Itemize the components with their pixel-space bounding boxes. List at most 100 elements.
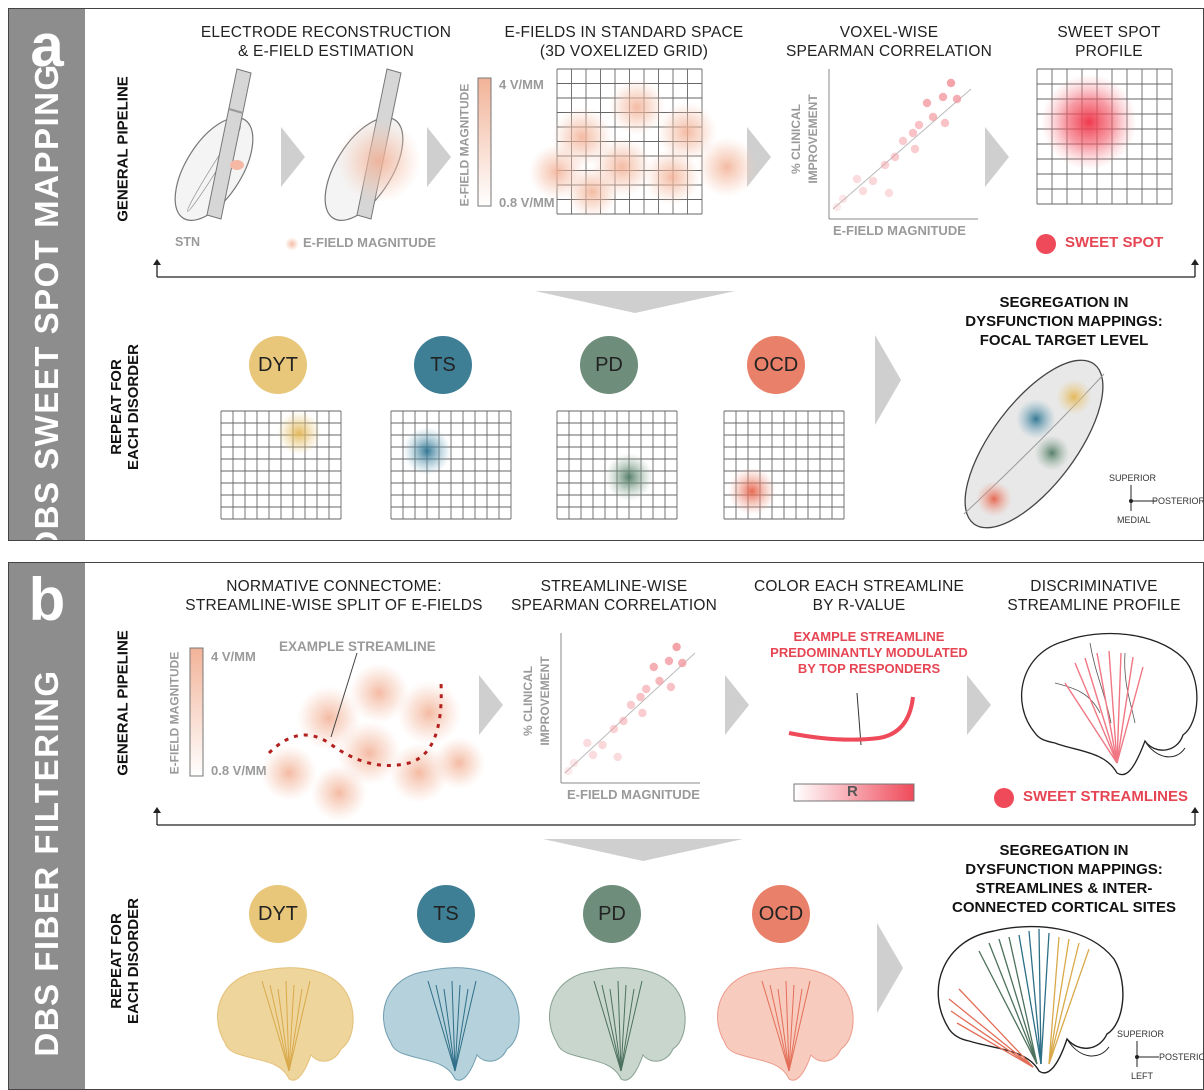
ocd-grid [723, 410, 845, 520]
disorder-circle-ts-b: TS [417, 885, 475, 943]
axis-superior: SUPERIOR [1109, 473, 1157, 483]
stn-label: STN [175, 235, 200, 249]
chevron-right-icon [877, 923, 903, 1013]
panel-a-side-title: DBS SWEET SPOT MAPPING [28, 63, 65, 541]
scatter-point [946, 78, 956, 88]
panel-a-sidebar: a DBS SWEET SPOT MAPPING [9, 9, 85, 540]
scatter-point [636, 692, 645, 702]
chevron-down-icon [543, 839, 743, 861]
segregated-streamlines-brain [937, 925, 1124, 1074]
stn-focal-targets [963, 359, 1105, 529]
colorbar-b-title: E-FIELD MAGNITUDE [167, 651, 182, 775]
scatter-point [884, 188, 894, 198]
efield-legend-dot [285, 237, 299, 251]
chevron-right-icon [875, 335, 901, 425]
disorder-circle-ocd-b: OCD [752, 885, 810, 943]
scatter-point [858, 186, 868, 196]
scatter-point [890, 152, 900, 162]
sweet-streamlines-legend-dot [994, 788, 1014, 808]
ts-brain [382, 967, 520, 1081]
scatter-point [908, 128, 918, 138]
axis-indicator-b [1135, 1041, 1159, 1067]
scatter-point [564, 766, 573, 776]
streamline-efield-split [261, 652, 485, 821]
efield-legend-label: E-FIELD MAGNITUDE [303, 235, 436, 250]
scatter-point [655, 676, 664, 686]
pd-grid [556, 410, 678, 520]
stn-electrode-illustration [174, 68, 254, 221]
colored-streamline [788, 692, 915, 746]
scatter-point [666, 682, 676, 692]
panel-b: b DBS FIBER FILTERING GENERAL PIPELINE R… [8, 562, 1204, 1090]
sweet-spot-grid [1036, 68, 1173, 205]
scatter-point [868, 176, 878, 186]
step1-header: ELECTRODE RECONSTRUCTION& E-FIELD ESTIMA… [200, 24, 452, 60]
r-label: R [847, 783, 858, 800]
ocd-brain [716, 967, 854, 1081]
colorbar-b-min: 0.8 V/MM [211, 763, 267, 778]
chevron-right-icon [967, 675, 991, 735]
panel-a-row1-label: GENERAL PIPELINE [114, 76, 132, 222]
chevron-right-icon [479, 675, 503, 735]
colorbar-title: E-FIELD MAGNITUDE [457, 83, 472, 207]
panel-b-side-title: DBS FIBER FILTERING [28, 669, 65, 1057]
scatter-point [626, 700, 636, 710]
scatter-point [852, 174, 862, 184]
disorder-circle-pd: PD [580, 336, 638, 394]
scatter-point [880, 160, 890, 170]
pipeline-loop-bracket-b [153, 807, 1199, 826]
scatter-point [938, 92, 948, 102]
voxel-grid [529, 68, 757, 218]
chevron-right-icon [725, 675, 749, 735]
colorbar-b-max: 4 V/MM [211, 649, 256, 664]
disorder-circle-ocd: OCD [747, 336, 805, 394]
step2-header: E-FIELDS IN STANDARD SPACE(3D VOXELIZED … [504, 24, 744, 60]
voxel-scatter-plot [828, 69, 978, 220]
scatter-point [922, 98, 932, 108]
colorbar-min: 0.8 V/MM [499, 195, 555, 210]
panel-b-row2-label: REPEAT FOR EACH DISORDER [108, 898, 142, 1024]
chevron-down-icon [535, 291, 735, 313]
pipeline-loop-bracket [153, 259, 1199, 278]
scatter-point [613, 752, 622, 762]
axis-superior-b: SUPERIOR [1117, 1029, 1165, 1039]
scatter-point [952, 94, 962, 104]
panel-b-row1-label: GENERAL PIPELINE [114, 630, 132, 776]
panel-a-row2-label: REPEAT FOR EACH DISORDER [108, 344, 142, 470]
example-streamline-label: EXAMPLE STREAMLINE [279, 639, 436, 654]
sweet-spot-legend-label: SWEET SPOT [1065, 234, 1164, 251]
example-streamline-annotation: EXAMPLE STREAMLINE PREDOMINANTLY MODULAT… [770, 629, 968, 676]
panel-b-sidebar: b DBS FIBER FILTERING [9, 563, 85, 1089]
axis-posterior-b: POSTERIOR [1159, 1052, 1203, 1062]
step1b-header: NORMATIVE CONNECTOME:STREAMLINE-WISE SPL… [185, 578, 483, 614]
scatter-point [832, 202, 842, 212]
pd-brain [548, 967, 686, 1081]
dyt-brain [216, 967, 354, 1081]
panel-a-letter: a [30, 12, 64, 79]
scatter-point [940, 118, 950, 128]
chevron-right-icon [281, 127, 305, 187]
disorder-circle-pd-b: PD [583, 885, 641, 943]
disorder-circle-dyt: DYT [249, 336, 307, 394]
scatter-point [649, 662, 658, 672]
scatter-point [914, 120, 924, 130]
scatter-point [838, 194, 848, 204]
sweet-streamlines-legend-label: SWEET STREAMLINES [1023, 788, 1189, 805]
segregation-title-b: SEGREGATION IN DYSFUNCTION MAPPINGS: STR… [952, 842, 1176, 916]
chevron-right-icon [985, 127, 1009, 187]
scatter-xlabel: E-FIELD MAGNITUDE [833, 223, 966, 238]
ts-grid [390, 410, 512, 520]
scatter-point [598, 740, 607, 750]
chevron-right-icon [427, 127, 451, 187]
scatter-point [672, 642, 681, 652]
disorder-circle-ts: TS [414, 336, 472, 394]
scatter-point [664, 656, 674, 666]
scatter-point [898, 136, 908, 146]
sweet-spot-legend-dot [1036, 234, 1056, 254]
disorder-circle-dyt-b: DYT [249, 885, 307, 943]
